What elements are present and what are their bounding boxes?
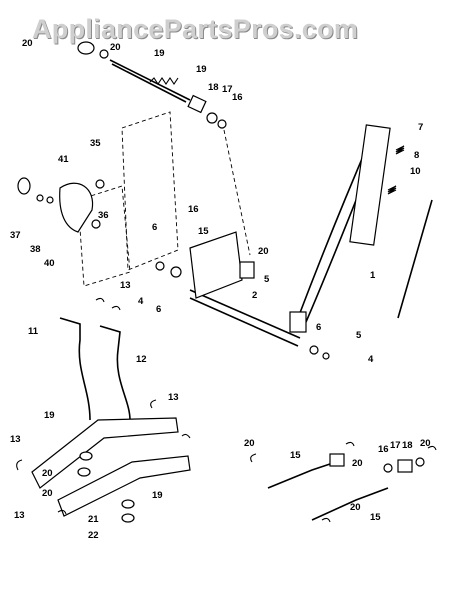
callout-label: 19	[196, 64, 207, 75]
callout-label: 18	[402, 440, 413, 451]
callout-label: 13	[168, 392, 179, 403]
cam-part	[17, 177, 105, 233]
cross-shaft	[155, 231, 330, 360]
callout-label: 22	[88, 530, 99, 541]
callout-label: 19	[152, 490, 163, 501]
callout-label: 19	[44, 410, 55, 421]
callout-label: 37	[10, 230, 21, 241]
callout-label: 20	[352, 458, 363, 469]
callout-label: 17	[390, 440, 401, 451]
callout-label: 20	[350, 502, 361, 513]
callout-label: 35	[90, 138, 101, 149]
callout-label: 6	[316, 322, 321, 333]
callout-label: 15	[370, 512, 381, 523]
callout-label: 20	[244, 438, 255, 449]
callout-label: 7	[418, 122, 423, 133]
callout-label: 4	[368, 354, 374, 365]
callout-label: 16	[188, 204, 199, 215]
callout-label: 20	[420, 438, 431, 449]
callout-label: 16	[378, 444, 389, 455]
callout-label: 20	[22, 38, 33, 49]
callout-label: 41	[58, 154, 69, 165]
callout-label: 15	[198, 226, 209, 237]
hardware-clips	[16, 297, 437, 523]
callout-label: 6	[152, 222, 157, 233]
callout-label: 21	[88, 514, 99, 525]
callout-label: 1	[370, 270, 376, 281]
callout-label: 2	[252, 290, 257, 301]
callout-label: 10	[410, 166, 421, 177]
callout-label: 11	[28, 326, 39, 337]
callout-label: 18	[208, 82, 219, 93]
callout-label: 17	[222, 84, 233, 95]
callout-label: 36	[98, 210, 109, 221]
callout-label: 38	[30, 244, 41, 255]
callout-label: 13	[10, 434, 21, 445]
callout-label: 12	[136, 354, 147, 365]
lift-arms	[31, 417, 191, 523]
callout-label: 5	[264, 274, 270, 285]
callout-label: 4	[138, 296, 144, 307]
callout-label: 20	[110, 42, 121, 53]
upper-rod-assembly	[77, 41, 227, 129]
callout-labels: 20 20 19 19 18 17 16 35 41 37 38 40 36 1…	[10, 38, 431, 541]
callout-label: 20	[42, 468, 53, 479]
callout-label: 16	[232, 92, 243, 103]
callout-label: 6	[156, 304, 161, 315]
mounting-plate	[77, 111, 251, 287]
watermark-text: AppliancePartsPros.com	[32, 14, 359, 44]
lift-handle	[297, 124, 433, 323]
callout-label: 19	[154, 48, 165, 59]
callout-label: 13	[120, 280, 131, 291]
callout-label: 8	[414, 150, 419, 161]
callout-label: 20	[42, 488, 53, 499]
lower-rods	[267, 453, 425, 521]
callout-label: 5	[356, 330, 362, 341]
callout-label: 13	[14, 510, 25, 521]
callout-label: 20	[258, 246, 269, 257]
lift-links	[59, 317, 131, 421]
callout-label: 15	[290, 450, 301, 461]
callout-label: 40	[44, 258, 55, 269]
